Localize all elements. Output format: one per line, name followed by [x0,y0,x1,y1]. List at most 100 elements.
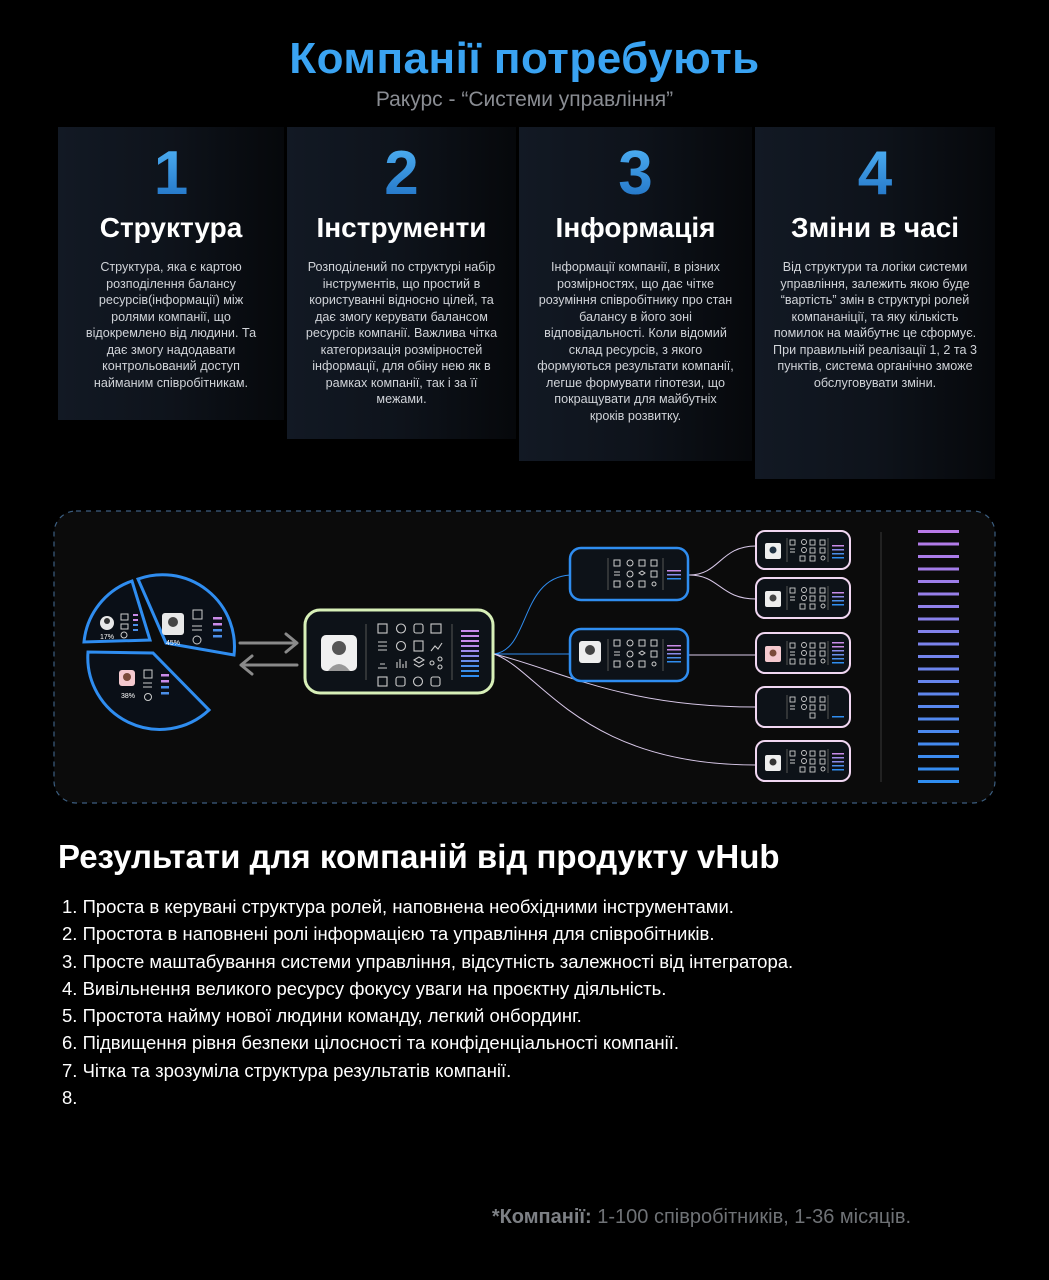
card-number: 4 [773,143,977,205]
list-item: 1. Проста в керувані структура ролей, на… [62,896,734,917]
clock-icon [144,693,152,701]
pie-slice-38 [86,650,212,731]
clock-icon [395,640,407,652]
page-title: Компанії потребують [289,34,760,83]
check-icon [192,609,203,620]
pie-label: 17% [100,634,114,641]
list-icon [378,663,387,669]
image-icon [377,676,388,687]
list-item: 3. Просте маштабування системи управлінн… [62,950,794,972]
scale-bar [918,555,959,558]
scale-bar [918,742,959,746]
clock-icon [192,635,202,645]
check-circle-icon [395,623,407,634]
role-card-level3-2 [755,577,851,619]
scale-bar [918,630,959,633]
list-item: 8. [62,1087,78,1109]
list-item: 5. Простота найму нової людини команду, … [62,1005,582,1027]
card-description: Від структури та логіки системи управлін… [773,260,977,390]
scale-bar [918,580,959,583]
chat-icon [413,623,424,634]
role-card-level3-4 [755,686,851,728]
check-icon [143,669,153,679]
scale-bar [918,730,959,733]
pie-slice-38-content: 38% [119,669,169,701]
scale-bar [918,592,959,596]
role-card-level3-3 [755,632,851,674]
share-icon [437,664,443,670]
page-subtitle: Ракурс - “Системи управління” [375,88,674,111]
pie-slice-45-content: 45% [162,609,222,647]
role-card-level3-1 [755,530,851,570]
scale-bar [918,605,959,608]
layers-icon [412,656,426,668]
card-tools: 2 Інструменти Розподілений по структурі … [287,127,516,439]
scale-bar [918,767,959,771]
scale-bar [918,567,959,571]
main-role-card [303,608,495,695]
switch-arrows-icon [238,632,299,676]
list-item: 7. Чітка та зрозуміла структура результа… [62,1059,512,1081]
pie-label: 45% [166,640,180,647]
card-title: Інструменти [316,212,487,243]
switch-icon [143,682,152,688]
card-number: 3 [537,143,734,205]
scale-bar [918,780,959,783]
pie-slice-17-content: 17% [100,613,138,641]
scale-bar [918,755,959,758]
role-card-level2-a [568,546,690,602]
card-changes-over-time: 4 Зміни в часі Від структури та логіки с… [755,127,995,479]
note-icon [413,640,424,652]
list-item: 4. Вивільнення великого ресурсу фокусу у… [62,977,667,999]
chart-icon [396,659,407,668]
scale-bar [918,705,959,708]
calendar-icon [377,623,388,634]
note-icon [430,676,441,687]
footnote: *Компанії: 1-100 співробітників, 1-36 мі… [492,1206,911,1229]
pie-label: 38% [121,693,135,700]
calendar-icon [120,613,129,621]
folder-icon [430,623,442,634]
level-bars [461,630,479,677]
footnote-text: 1-100 співробітників, 1-36 місяців. [591,1206,911,1228]
scale-bar [918,692,959,696]
level-scale [918,530,959,783]
results-list: 1. Проста в керувані структура ролей, на… [62,893,793,1111]
card-title: Структура [99,212,243,243]
switch-icon [192,625,202,631]
check-icon [430,642,443,652]
message-icon [412,676,424,687]
card-description: Інформації компанії, в різних розмірност… [537,260,734,423]
scale-bar [918,542,959,546]
card-description: Розподілений по структурі набір інструме… [305,260,498,406]
role-card-level2-b [568,627,690,683]
card-information: 3 Інформація Інформації компанії, в різн… [519,127,752,461]
card-number: 1 [76,143,266,205]
scale-bar [918,530,959,533]
switch-icon [120,623,129,630]
list-item: 6. Підвищення рівня безпеки цілосності т… [62,1032,680,1054]
list-icon [378,641,387,651]
diagram-frame [53,510,996,804]
scale-bar [918,617,959,621]
message-icon [395,676,406,687]
role-pie [82,573,236,731]
pie-slice-45 [135,573,236,657]
scale-bar [918,680,959,683]
scale-bar [918,667,959,671]
results-title: Результати для компаній від продукту vHu… [58,838,780,875]
card-title: Зміни в часі [790,212,960,243]
footnote-label: *Компанії: [491,1206,592,1228]
scale-bar [918,655,959,658]
connectors [493,545,757,766]
role-structure-diagram: 17% 45% 38% [53,510,996,804]
card-title: Інформація [555,212,716,243]
clock-icon [120,631,128,639]
scale-bar [918,717,959,721]
card-number: 2 [305,143,498,205]
card-description: Структура, яка є картою розподілення бал… [85,260,257,390]
pie-slice-17 [82,579,153,644]
list-item: 2. Простота в наповнені ролі інформацією… [62,923,715,945]
role-card-level3-5 [755,740,851,782]
scale-bar [918,642,959,646]
